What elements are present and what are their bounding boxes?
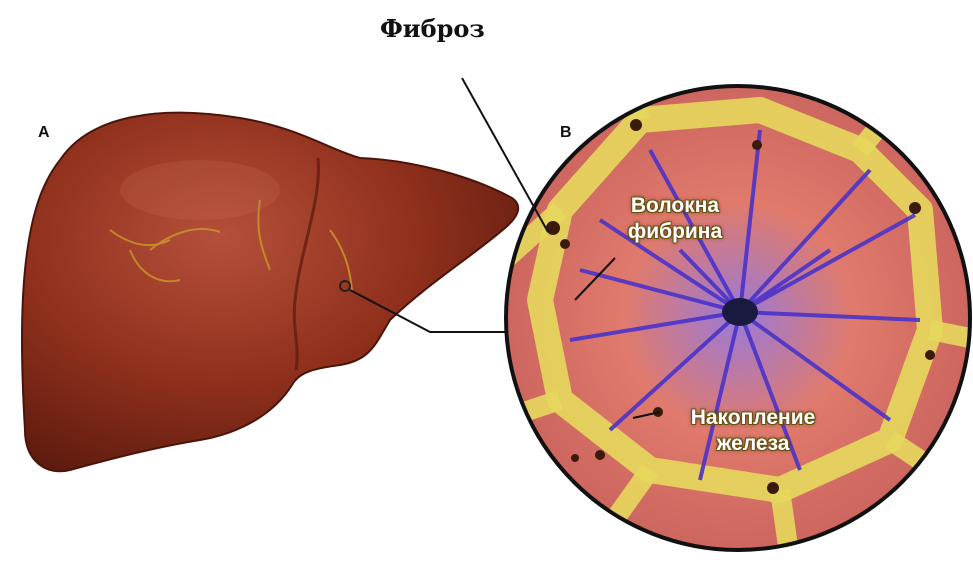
callout-iron-line1: Накопление [648, 405, 858, 431]
figure-title: Фиброз [380, 14, 485, 43]
callout-fibers-line2: фибрина [600, 219, 750, 245]
callout-fibrin-fibers: Волокна фибрина [600, 193, 750, 245]
panel-label-b: В [560, 124, 572, 142]
callout-iron-accumulation: Накопление железа [648, 405, 858, 457]
lobule-magnified [500, 85, 973, 560]
panel-label-a: А [38, 124, 50, 142]
central-vein [722, 298, 758, 326]
callout-iron-line2: железа [648, 431, 858, 457]
liver-shape [22, 113, 518, 472]
liver-illustration [22, 113, 518, 472]
callout-fibers-line1: Волокна [600, 193, 750, 219]
